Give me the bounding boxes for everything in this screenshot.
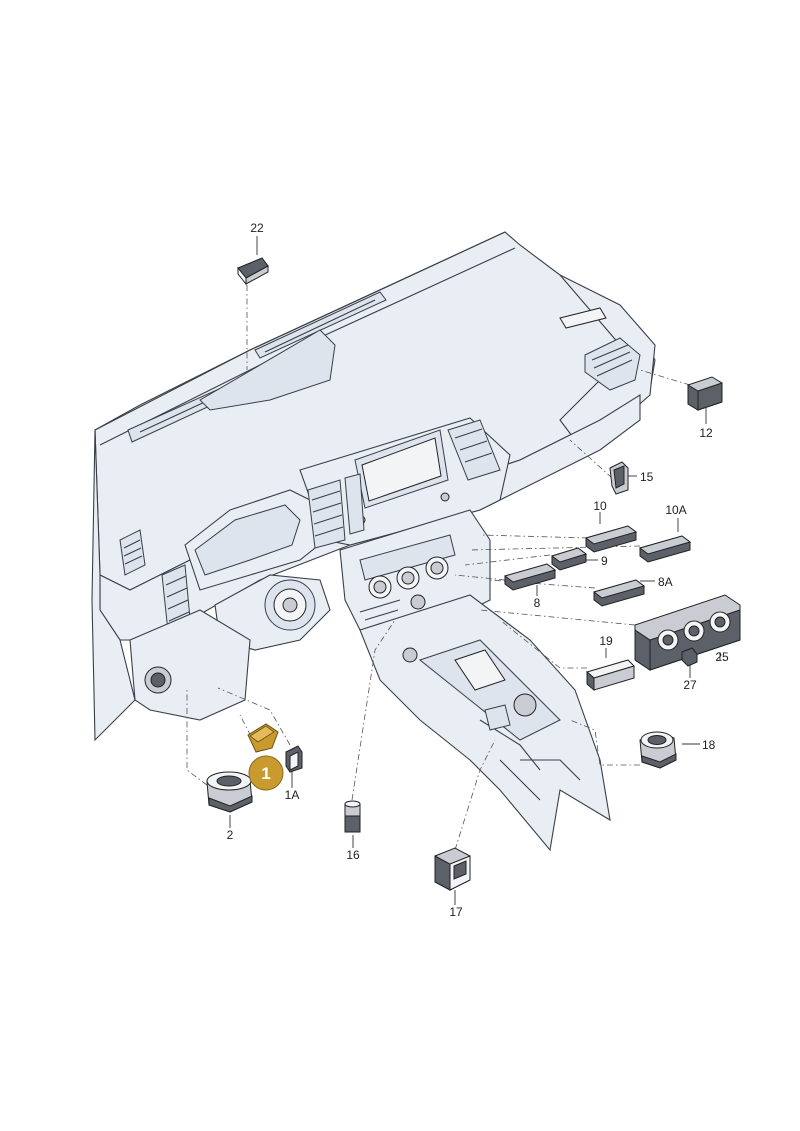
part-27-clip (681, 647, 698, 667)
part-1a-switch (285, 745, 303, 773)
part-15-bracket (609, 461, 629, 495)
dashboard-illustration (91, 231, 656, 852)
part-12-module (687, 376, 723, 411)
label-17: 17 (449, 905, 463, 919)
label-22: 22 (250, 221, 264, 235)
label-15: 15 (640, 470, 654, 484)
label-1a: 1A (285, 788, 300, 802)
parts (206, 257, 741, 891)
leader-lines (186, 236, 721, 905)
part-16-socket (344, 800, 361, 833)
label-27: 27 (683, 678, 697, 692)
label-12: 12 (699, 426, 713, 440)
highlight-badge-1[interactable]: 1 (248, 755, 284, 791)
part-18-light-switch (639, 731, 677, 769)
label-9: 9 (601, 554, 608, 568)
part-labels: 22 12 15 10 10A 9 8A 8 19 25 27 18 1A 2 … (227, 221, 729, 919)
label-10: 10 (593, 499, 607, 513)
label-18: 18 (702, 738, 716, 752)
label-19: 19 (599, 634, 613, 648)
part-22-switch (237, 257, 269, 286)
part-17-switch-block (434, 847, 471, 891)
part-1-harness-connector (247, 723, 279, 753)
highlight-badge-number: 1 (261, 764, 270, 783)
label-16: 16 (346, 848, 360, 862)
label-25: 25 (715, 650, 729, 664)
part-9-switch (550, 547, 588, 571)
label-8: 8 (534, 596, 541, 610)
part-10a-switch-strip (638, 535, 692, 563)
part-25-climate-control (634, 594, 741, 671)
part-8-switch-strip (503, 563, 557, 591)
label-10a: 10A (665, 503, 686, 517)
label-8a: 8A (658, 575, 673, 589)
part-19-switch-strip (585, 659, 635, 692)
part-8a-switch-strip (592, 579, 646, 607)
part-2-rotary-switch (206, 771, 253, 813)
part-10-switch-strip (584, 525, 638, 553)
label-2: 2 (227, 828, 234, 842)
